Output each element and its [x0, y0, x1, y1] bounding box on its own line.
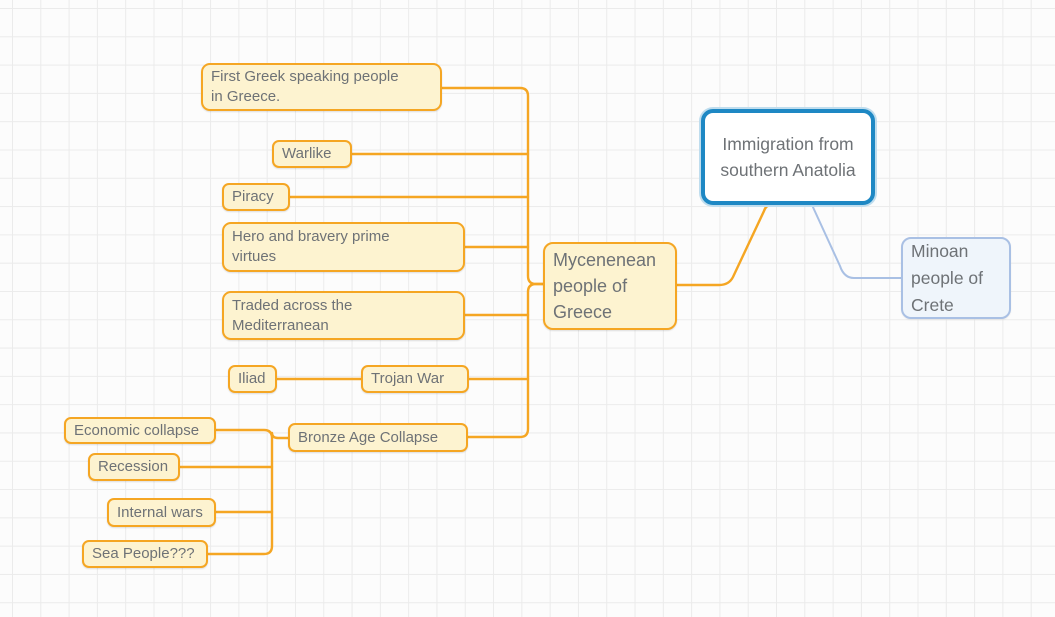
topic-label: Hero and bravery prime virtues: [232, 228, 390, 265]
topic-label: Recession: [98, 458, 169, 475]
edge-bronze-stub: [270, 431, 290, 440]
topic-label: Minoan people of Crete: [911, 240, 984, 315]
topic-label: Immigration from southern Anatolia: [720, 134, 856, 180]
topic-recession[interactable]: Recession: [88, 453, 180, 481]
topic-minoan-crete[interactable]: Minoan people of Crete: [901, 237, 1011, 319]
topic-label: Sea People???: [92, 545, 195, 562]
topic-traded-mediterranean[interactable]: Traded across the Mediterranean: [222, 291, 465, 340]
topic-first-greek-speaking[interactable]: First Greek speaking people in Greece.: [201, 63, 442, 111]
topic-label: Iliad: [238, 370, 266, 387]
topic-hero-bravery[interactable]: Hero and bravery prime virtues: [222, 222, 465, 272]
topic-label: Warlike: [282, 145, 332, 162]
topic-mycenenean-people[interactable]: Mycenenean people of Greece: [543, 242, 677, 330]
topic-sea-people[interactable]: Sea People???: [82, 540, 208, 568]
topic-label: Mycenenean people of Greece: [553, 250, 657, 322]
topic-label: First Greek speaking people in Greece.: [211, 68, 399, 105]
topic-label: Piracy: [232, 188, 274, 205]
topic-label: Trojan War: [371, 370, 445, 387]
topic-label: Bronze Age Collapse: [298, 428, 439, 446]
topic-warlike[interactable]: Warlike: [272, 140, 352, 168]
edge-bronze-subtrunk: [206, 428, 274, 556]
topic-label: Traded across the Mediterranean: [232, 296, 353, 334]
topic-internal-wars[interactable]: Internal wars: [107, 498, 216, 527]
topic-label: Internal wars: [117, 503, 203, 521]
topic-immigration-anatolia-selected[interactable]: Immigration from southern Anatolia: [701, 109, 875, 205]
edge-immigration-minoan: [811, 204, 902, 279]
topic-trojan-war[interactable]: Trojan War: [361, 365, 469, 393]
topic-label: Economic collapse: [74, 421, 200, 439]
edge-immigration-mycenenean: [675, 203, 773, 287]
topic-economic-collapse[interactable]: Economic collapse: [64, 417, 216, 444]
edge-trunk-lower: [466, 282, 545, 439]
topic-iliad[interactable]: Iliad: [228, 365, 277, 393]
topic-piracy[interactable]: Piracy: [222, 183, 290, 211]
topic-bronze-age-collapse[interactable]: Bronze Age Collapse: [288, 423, 468, 452]
